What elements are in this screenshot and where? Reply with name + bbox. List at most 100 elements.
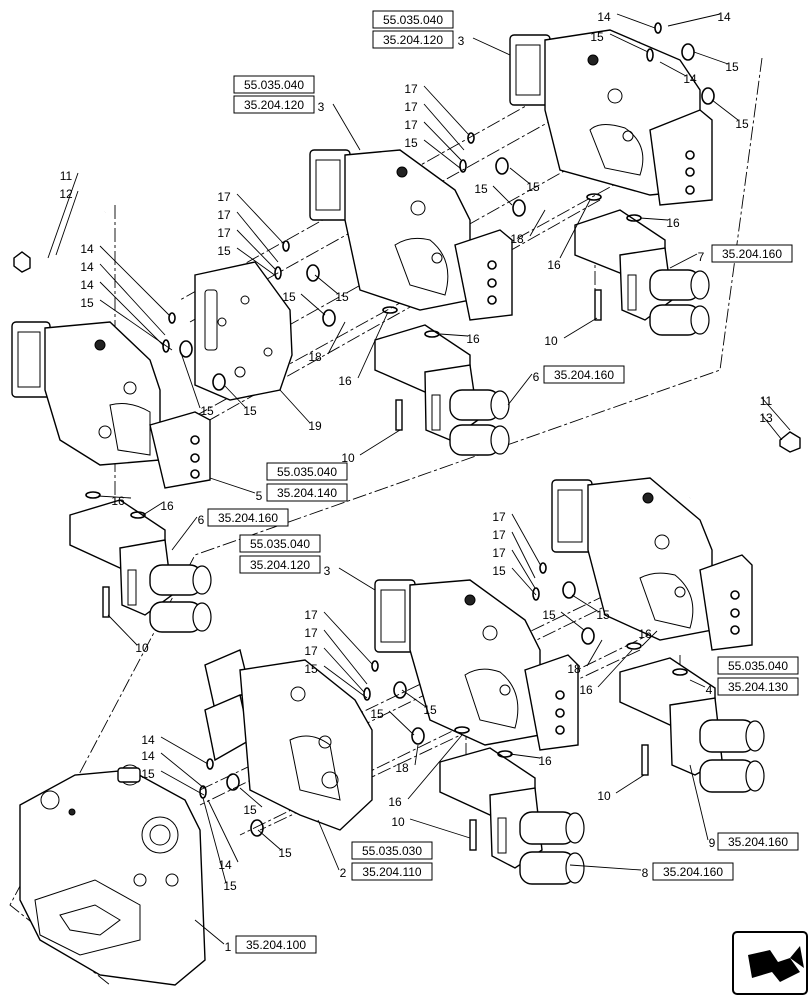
callout-number: 15 [542,608,556,622]
reference-box-label: 35.204.160 [722,247,782,261]
callout-number: 15 [596,608,610,622]
callout-number: 17 [492,528,506,542]
reference-box[interactable]: 35.204.130 [717,677,799,696]
reference-box[interactable]: 35.204.160 [207,508,289,527]
callout-number: 15 [404,136,418,150]
callout-number: 18 [510,232,524,246]
reference-box[interactable]: 55.035.030 [351,841,433,860]
callout-number: 10 [544,334,558,348]
callout-number: 18 [567,662,581,676]
reference-box-frame [351,841,433,860]
reference-box-frame [652,862,734,881]
outlet-block-left [69,499,212,633]
reference-box-frame [717,832,799,851]
reference-box[interactable]: 35.204.120 [233,95,315,114]
callout-number: 17 [492,510,506,524]
callout-number: 16 [338,374,352,388]
reference-box-frame [351,862,433,881]
reference-box-label: 35.204.110 [362,865,421,879]
reference-box[interactable]: 35.204.110 [351,862,433,881]
reference-box[interactable]: 35.204.160 [652,862,734,881]
callout-number: 16 [547,258,561,272]
callout-number: 14 [80,260,94,274]
reference-box[interactable]: 35.204.100 [235,935,317,954]
callout-number: 15 [526,180,540,194]
reference-box-label: 35.204.100 [246,938,306,952]
callout-number: 16 [160,499,174,513]
callout-number: 3 [324,564,331,578]
callout-number: 15 [423,703,437,717]
reference-box-label: 35.204.160 [728,835,788,849]
reference-box[interactable]: 35.204.160 [717,832,799,851]
reference-boxes: 55.035.040 35.204.120 55.035.040 35.204.120… [207,10,799,954]
reference-box[interactable]: 35.204.160 [543,365,625,384]
callout-number: 12 [59,187,73,201]
valve-section-left [11,321,211,489]
callout-number: 15 [282,290,296,304]
reference-box[interactable]: 55.035.040 [266,462,348,481]
callout-number: 15 [335,290,349,304]
reference-box-label: 55.035.030 [362,844,422,858]
callout-number: 14 [141,733,155,747]
reference-box-label: 55.035.040 [277,465,337,479]
reference-box-label: 35.204.120 [383,33,443,47]
leader-lines [47,13,791,945]
callout-number: 17 [304,626,318,640]
reference-box-frame [239,534,321,553]
reference-box-frame [239,555,321,574]
valve-section-top-right [509,29,713,206]
reference-box[interactable]: 55.035.040 [717,656,799,675]
reference-box-label: 55.035.040 [244,78,304,92]
callout-number: 17 [304,608,318,622]
reference-box-label: 55.035.040 [250,537,310,551]
callout-number: 10 [597,789,611,803]
callout-number: 16 [579,683,593,697]
callout-number: 14 [683,72,697,86]
callout-number: 10 [391,815,405,829]
outlet-block-lower-middle [439,747,585,885]
valve-section-upper-middle [309,149,513,321]
callout-number: 15 [217,244,231,258]
callout-number: 15 [735,117,749,131]
reference-box-frame [372,30,454,49]
callout-number: 15 [243,404,257,418]
reference-box-label: 35.204.130 [728,680,788,694]
callout-number: 15 [278,846,292,860]
callout-number: 15 [725,60,739,74]
reference-box-label: 35.204.160 [663,865,723,879]
valve-section-lower-middle [374,579,579,751]
callout-number: 16 [466,332,480,346]
callout-number: 15 [80,296,94,310]
reference-box[interactable]: 35.204.140 [266,483,348,502]
next-page-arrow-icon[interactable] [732,931,808,995]
callout-number: 14 [80,242,94,256]
reference-box[interactable]: 35.204.120 [372,30,454,49]
callout-number: 2 [340,866,347,880]
tie-rods-and-bolts [13,210,801,851]
callout-number: 6 [533,370,540,384]
callout-number: 14 [141,749,155,763]
callout-number: 3 [318,100,325,114]
callout-number: 15 [492,564,506,578]
reference-box-label: 35.204.160 [218,511,278,525]
reference-box-label: 35.204.140 [277,486,337,500]
reference-box[interactable]: 35.204.160 [711,244,793,263]
callout-number: 14 [717,10,731,24]
callout-number: 16 [388,795,402,809]
callout-number: 17 [404,82,418,96]
reference-box-frame [233,95,315,114]
callout-number: 15 [223,879,237,893]
reference-box[interactable]: 55.035.040 [233,75,315,94]
callout-number: 17 [217,190,231,204]
callout-number: 18 [395,761,409,775]
callout-number: 16 [111,494,125,508]
callout-number: 4 [706,683,713,697]
reference-box[interactable]: 35.204.120 [239,555,321,574]
reference-box[interactable]: 55.035.040 [239,534,321,553]
reference-box[interactable]: 55.035.040 [372,10,454,29]
callout-number: 6 [198,513,205,527]
reference-box-frame [711,244,793,263]
callout-number: 15 [304,662,318,676]
reference-box-label: 35.204.160 [554,368,614,382]
